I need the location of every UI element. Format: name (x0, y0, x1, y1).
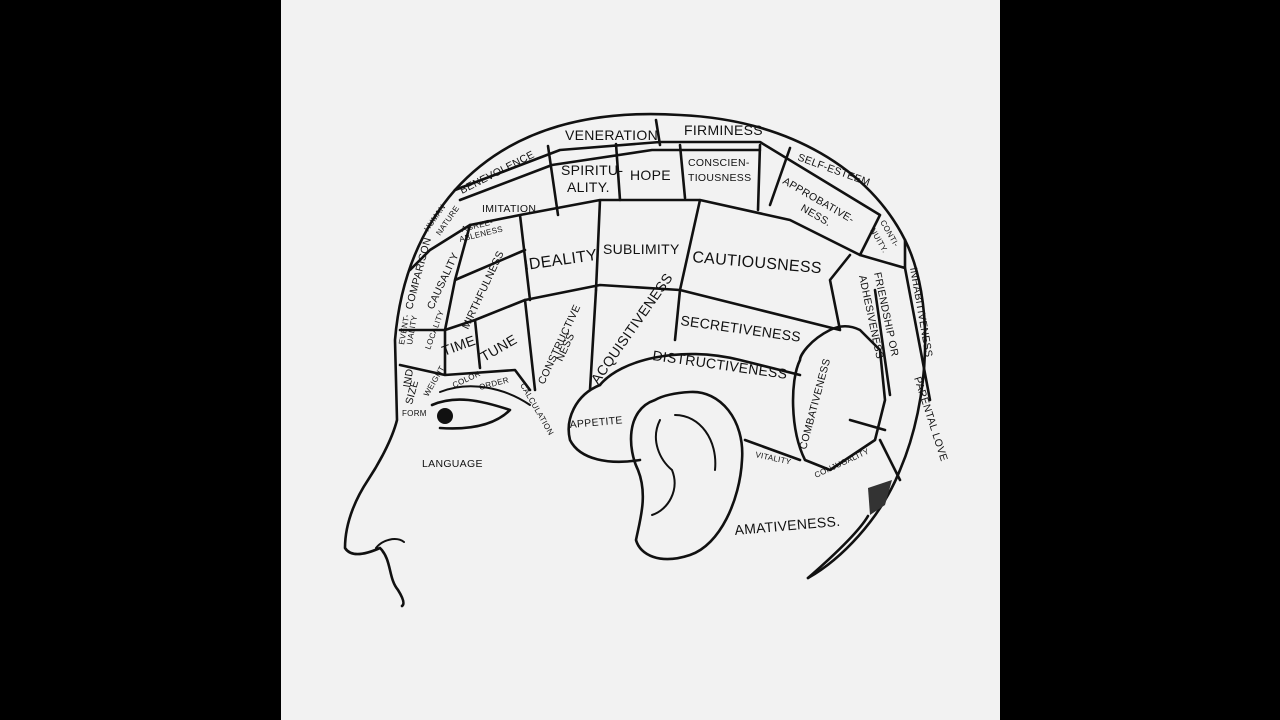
label-language: LANGUAGE (422, 458, 483, 470)
region-lines-lower (398, 266, 932, 482)
label-firmness: FIRMINESS (684, 122, 763, 138)
label-ind: IND. (401, 365, 417, 389)
ear-inner (651, 414, 717, 516)
eye-pupil (437, 408, 453, 424)
label-spirituality-2: ALITY. (567, 179, 610, 195)
label-veneration: VENERATION (565, 127, 658, 143)
label-imitation: IMITATION. (482, 203, 539, 215)
shaded-corner (868, 480, 892, 515)
region-lines-appetite (567, 383, 642, 464)
label-tune: TUNE (478, 331, 520, 365)
label-conjugality: CONJUGALITY (813, 446, 871, 479)
neck-outline (806, 514, 870, 580)
nostril (375, 538, 405, 549)
eye-outline (430, 398, 512, 430)
label-inhabitiveness: INHABITIVENESS (907, 266, 935, 358)
label-mirthfulness: MIRTHFULNESS (460, 249, 507, 331)
label-ideality: IDEALITY (523, 247, 598, 274)
region-lines-middle (408, 198, 862, 332)
label-form: FORM (402, 409, 427, 418)
label-benevolence: BENEVOLENCE (458, 149, 537, 197)
label-conscientiousness-1: CONSCIEN- (688, 157, 750, 169)
label-sublimity: SUBLIMITY (603, 241, 680, 257)
label-amativeness: AMATIVENESS. (734, 513, 841, 538)
label-calculation: CALCULATION (518, 382, 555, 437)
head-outline (343, 112, 927, 608)
label-spirituality-1: SPIRITU- (561, 162, 623, 178)
label-weight: WEIGHT (422, 364, 447, 398)
label-distructiveness: DISTRUCTIVENESS (652, 347, 789, 382)
label-conscientiousness-2: TIOUSNESS (688, 172, 751, 184)
label-cautiousness: CAUTIOUSNESS (692, 249, 823, 277)
eyebrow (439, 385, 531, 406)
label-hope: HOPE (630, 167, 671, 183)
label-combativeness: COMBATIVENESS (797, 357, 833, 450)
ear-outline (629, 390, 744, 561)
region-lines-top (453, 118, 907, 270)
label-appetite: APPETITE (569, 414, 623, 431)
label-vitality: VITALITY (755, 450, 793, 466)
